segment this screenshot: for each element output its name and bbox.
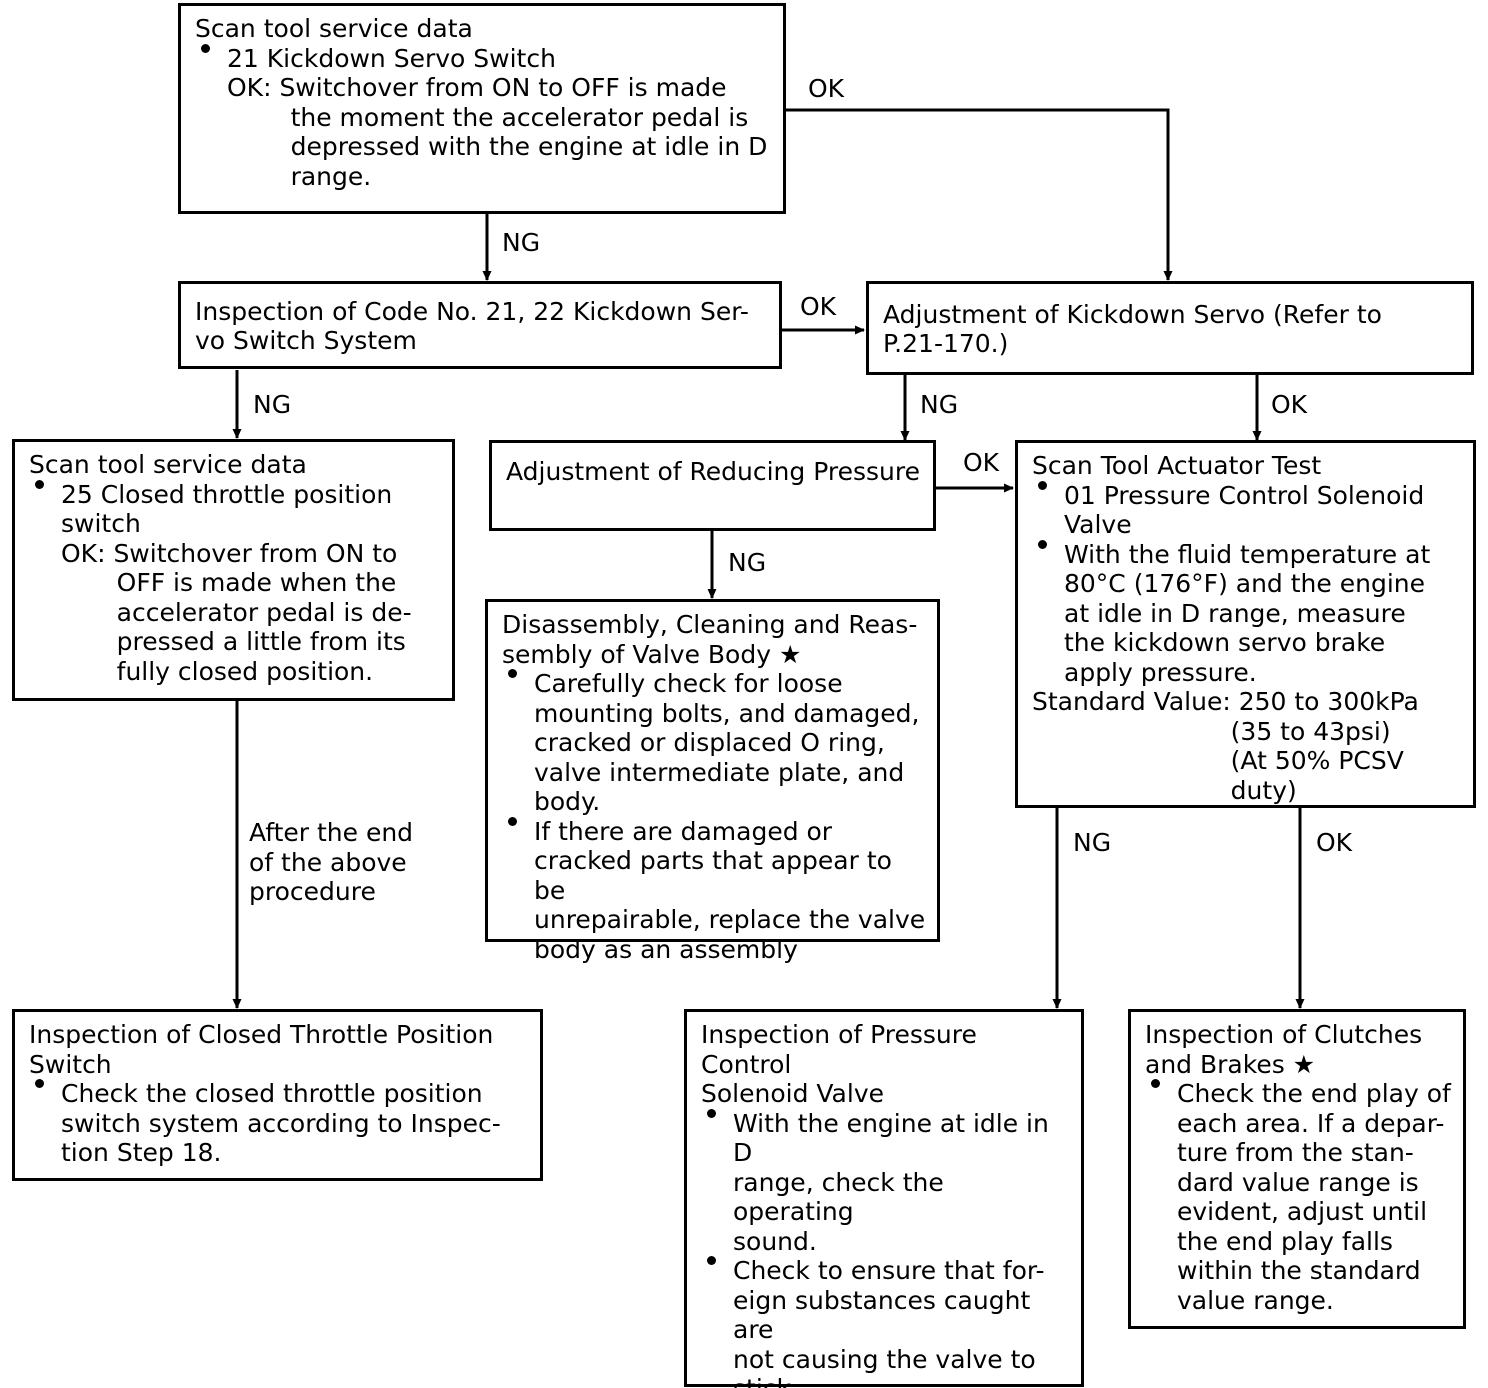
edge-label-ok-adjustment-to-actuator-test: OK bbox=[1271, 390, 1308, 419]
node-title: Inspection of Closed Throttle Position S… bbox=[29, 1020, 494, 1079]
node-bullet-list: Carefully check for loose mounting bolts… bbox=[502, 669, 927, 964]
list-item-text: With the engine at idle in D range, chec… bbox=[733, 1108, 1049, 1256]
node-title: Scan Tool Actuator Test bbox=[1032, 451, 1322, 480]
node-scan-tool-service-data-21[interactable]: Scan tool service data 21 Kickdown Servo… bbox=[178, 3, 786, 214]
edge-label-ok-actuator-test-to-clutches: OK bbox=[1316, 828, 1353, 857]
bullet-icon bbox=[707, 1256, 716, 1265]
edge-label-after-the-end-of-the-above-procedure: After the end of the above procedure bbox=[249, 818, 414, 906]
list-item-text: With the fluid temperature at 80°C (176°… bbox=[1064, 539, 1431, 687]
node-bullet-list: 01 Pressure Control Solenoid Valve With … bbox=[1032, 480, 1463, 688]
node-inspection-of-pressure-control-solenoid-valve[interactable]: Inspection of Pressure Control Solenoid … bbox=[684, 1009, 1084, 1388]
edge-label-ng-reducing-pressure-to-valve-body: NG bbox=[728, 548, 767, 577]
list-item: Carefully check for loose mounting bolts… bbox=[502, 669, 927, 817]
edge-label-ng-adjustment-to-reducing-pressure: NG bbox=[920, 390, 959, 419]
bullet-icon bbox=[1038, 539, 1047, 549]
bullet-icon bbox=[508, 669, 517, 678]
node-title: Inspection of Pressure Control Solenoid … bbox=[701, 1020, 977, 1108]
list-item-text: Carefully check for loose mounting bolts… bbox=[534, 669, 920, 816]
node-scan-tool-actuator-test[interactable]: Scan Tool Actuator Test 01 Pressure Cont… bbox=[1015, 440, 1476, 808]
edge-label-ng-actuator-test-to-pcsv: NG bbox=[1073, 828, 1112, 857]
list-item-text: Check the end play of each area. If a de… bbox=[1177, 1079, 1451, 1315]
list-item: Check the end play of each area. If a de… bbox=[1145, 1079, 1453, 1315]
list-item: Check the closed throttle position switc… bbox=[29, 1079, 530, 1168]
bullet-icon bbox=[35, 1079, 44, 1088]
list-item-text: Check to ensure that for- eign substance… bbox=[733, 1256, 1045, 1388]
bullet-icon bbox=[707, 1108, 716, 1118]
edge-ok-top-to-adjustment bbox=[786, 108, 1173, 281]
node-subtext: OK: Switchover from ON to OFF is made th… bbox=[227, 73, 768, 191]
list-item-text: 25 Closed throttle position switch bbox=[61, 479, 393, 539]
list-item: Check to ensure that for- eign substance… bbox=[701, 1256, 1071, 1388]
node-bullet-list: Check the end play of each area. If a de… bbox=[1145, 1079, 1453, 1315]
node-subtext: Standard Value: 250 to 300kPa (35 to 43p… bbox=[1032, 687, 1419, 805]
node-bullet-list: Check the closed throttle position switc… bbox=[29, 1079, 530, 1168]
bullet-icon bbox=[201, 43, 210, 53]
edge-label-ng-top-to-inspection-code: NG bbox=[502, 228, 541, 257]
node-title: Adjustment of Reducing Pressure bbox=[506, 457, 920, 486]
node-title: Disassembly, Cleaning and Reas- sembly o… bbox=[502, 610, 918, 669]
bullet-icon bbox=[508, 816, 517, 826]
edge-label-ng-inspection-code-to-scan-25: NG bbox=[253, 390, 292, 419]
node-title: Scan tool service data bbox=[29, 450, 307, 479]
node-title: Scan tool service data bbox=[195, 14, 473, 43]
bullet-icon bbox=[1038, 480, 1047, 490]
node-disassembly-cleaning-reassembly-valve-body[interactable]: Disassembly, Cleaning and Reas- sembly o… bbox=[485, 599, 940, 964]
node-subtext: OK: Switchover from ON to OFF is made wh… bbox=[61, 538, 412, 686]
node-title: Adjustment of Kickdown Servo (Refer to P… bbox=[883, 299, 1382, 359]
node-adjustment-of-kickdown-servo[interactable]: Adjustment of Kickdown Servo (Refer to P… bbox=[866, 281, 1474, 375]
list-item: With the fluid temperature at 80°C (176°… bbox=[1032, 539, 1463, 688]
edge-label-ok-inspection-code-to-adjustment: OK bbox=[800, 292, 837, 321]
list-item-text: If there are damaged or cracked parts th… bbox=[534, 816, 926, 964]
node-adjustment-of-reducing-pressure[interactable]: Adjustment of Reducing Pressure bbox=[489, 440, 936, 531]
list-item: 01 Pressure Control Solenoid Valve bbox=[1032, 480, 1463, 540]
list-item: With the engine at idle in D range, chec… bbox=[701, 1108, 1071, 1257]
list-item-text: 01 Pressure Control Solenoid Valve bbox=[1064, 480, 1425, 540]
list-item: 21 Kickdown Servo Switch bbox=[195, 43, 773, 74]
edge-label-ok-reducing-pressure-to-actuator-test: OK bbox=[963, 448, 1000, 477]
list-item: 25 Closed throttle position switch bbox=[29, 479, 442, 539]
list-item-text: Check the closed throttle position switc… bbox=[61, 1079, 501, 1167]
bullet-icon bbox=[1151, 1079, 1160, 1088]
node-title: Inspection of Clutches and Brakes ★ bbox=[1145, 1020, 1423, 1079]
node-scan-tool-service-data-25[interactable]: Scan tool service data 25 Closed throttl… bbox=[12, 439, 455, 701]
node-inspection-of-clutches-and-brakes[interactable]: Inspection of Clutches and Brakes ★ Chec… bbox=[1128, 1009, 1466, 1329]
node-inspection-of-code-no-21-22[interactable]: Inspection of Code No. 21, 22 Kickdown S… bbox=[178, 281, 782, 369]
list-item-text: 21 Kickdown Servo Switch bbox=[227, 43, 556, 73]
edge-label-ok-top-to-adjustment: OK bbox=[808, 74, 845, 103]
node-bullet-list: 21 Kickdown Servo Switch bbox=[195, 43, 773, 74]
bullet-icon bbox=[35, 479, 44, 489]
node-bullet-list: 25 Closed throttle position switch bbox=[29, 479, 442, 539]
node-bullet-list: With the engine at idle in D range, chec… bbox=[701, 1108, 1071, 1388]
list-item: If there are damaged or cracked parts th… bbox=[502, 816, 927, 965]
node-title: Inspection of Code No. 21, 22 Kickdown S… bbox=[195, 296, 749, 356]
node-inspection-of-closed-throttle-position-switch[interactable]: Inspection of Closed Throttle Position S… bbox=[12, 1009, 543, 1181]
